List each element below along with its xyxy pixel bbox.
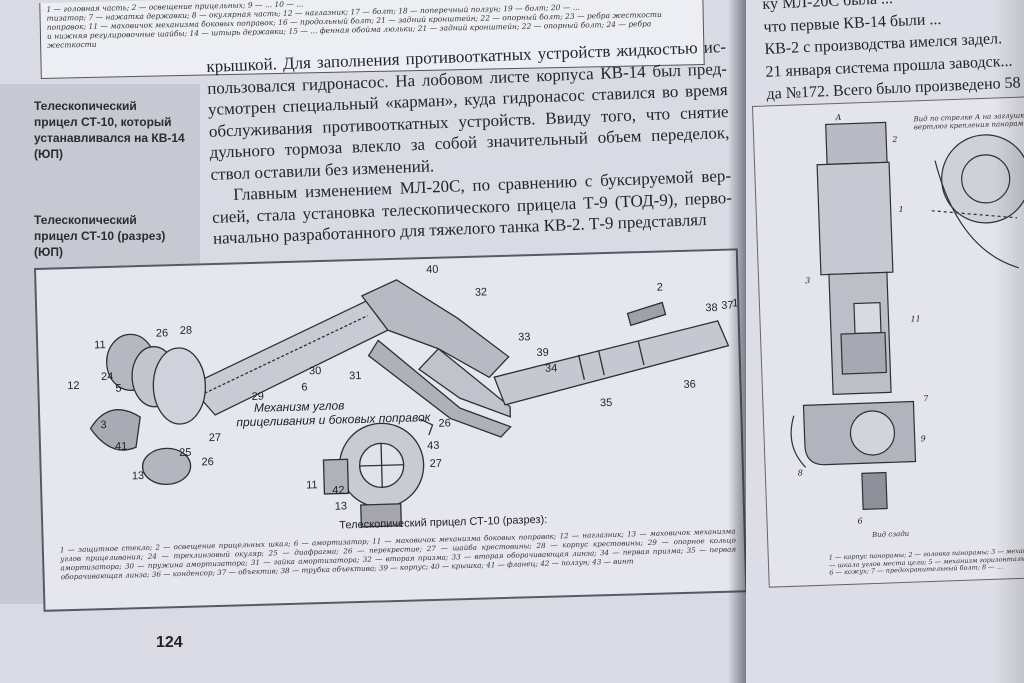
drawing-label: 2 bbox=[891, 135, 897, 144]
caption-line: (ЮП) bbox=[34, 245, 63, 259]
callout: 12 bbox=[67, 380, 80, 392]
drawing-label: 6 bbox=[857, 516, 862, 525]
callout: 36 bbox=[683, 379, 696, 391]
callout: 5 bbox=[115, 383, 121, 395]
callout: 11 bbox=[94, 339, 106, 351]
caption-line: прицел СТ-10 (разрез) bbox=[34, 229, 166, 243]
panorama-body bbox=[816, 161, 894, 276]
main-tube bbox=[188, 299, 389, 416]
callout: 41 bbox=[115, 440, 128, 452]
callout: 31 bbox=[349, 370, 362, 382]
drawing-label: А bbox=[834, 113, 841, 122]
caption-line: (ЮП) bbox=[34, 147, 63, 161]
panorama-knob bbox=[861, 471, 888, 510]
callout: 43 bbox=[427, 440, 440, 452]
sight-cutaway-figure: 40 32 33 39 34 2 38 37 1 11 26 28 12 24 … bbox=[34, 248, 748, 612]
callout: 3 bbox=[100, 419, 106, 431]
drawing-label: 9 bbox=[921, 434, 926, 443]
drawing-label: 3 bbox=[805, 276, 810, 285]
callout: 29 bbox=[252, 391, 265, 403]
drawing-label: 11 bbox=[910, 314, 920, 323]
mechanism-label: Механизм углов bbox=[254, 398, 345, 415]
callout: 2 bbox=[657, 281, 663, 293]
callout: 11 bbox=[306, 479, 318, 491]
callout: 28 bbox=[180, 325, 193, 337]
callout: 27 bbox=[209, 432, 222, 444]
page-shadow bbox=[994, 0, 1024, 683]
prism-housing bbox=[360, 279, 510, 379]
callout: 40 bbox=[426, 264, 439, 276]
panorama-figure: А 2 1 3 6 7 8 9 11 Вид по стрелке А на з… bbox=[752, 95, 1024, 588]
right-page: ку МЛ-20С была ... что первые КВ-14 были… bbox=[746, 0, 1024, 683]
callout: 13 bbox=[132, 470, 145, 482]
callout: 34 bbox=[545, 362, 558, 374]
callout: 39 bbox=[536, 347, 549, 359]
callout: 30 bbox=[309, 365, 322, 377]
callout: 6 bbox=[301, 381, 307, 393]
callout: 26 bbox=[201, 456, 214, 468]
lower-arm bbox=[367, 339, 512, 438]
caption-line: устанавливался на КВ-14 bbox=[34, 131, 185, 145]
callout: 38 bbox=[705, 302, 718, 314]
section-knob bbox=[360, 503, 403, 528]
caption-line: прицел СТ-10, который bbox=[34, 115, 172, 129]
caption-line: Телескопический bbox=[34, 99, 137, 113]
body-paragraph: крышкой. Для заполнения противооткатных … bbox=[206, 37, 730, 184]
sight-drawing: 40 32 33 39 34 2 38 37 1 11 26 28 12 24 … bbox=[67, 264, 739, 528]
callout: 32 bbox=[475, 286, 488, 298]
callout: 33 bbox=[518, 331, 531, 343]
callout: 27 bbox=[429, 458, 442, 470]
eyeguard bbox=[89, 409, 141, 451]
left-page: 1 — головная часть; 2 — освещение прицел… bbox=[0, 0, 748, 683]
drawing-label: 8 bbox=[798, 468, 803, 477]
callout: 25 bbox=[179, 447, 192, 459]
sidebar-caption-section: Телескопический прицел СТ-10 (разрез) (Ю… bbox=[34, 212, 165, 260]
view-back-label: Вид сзади bbox=[871, 529, 910, 540]
lower-handwheel bbox=[141, 447, 192, 486]
caption-line: Телескопический bbox=[34, 213, 137, 227]
callout: 42 bbox=[332, 484, 345, 496]
illumination-lamp bbox=[626, 301, 667, 327]
callout: 13 bbox=[335, 500, 348, 512]
callout: 35 bbox=[600, 397, 613, 409]
drawing-label: 1 bbox=[899, 205, 904, 214]
callout: 26 bbox=[438, 417, 451, 429]
page-number: 124 bbox=[156, 634, 183, 651]
eyepiece-housing bbox=[152, 347, 207, 425]
sidebar-caption-st10: Телескопический прицел СТ-10, который ус… bbox=[34, 98, 185, 162]
body-text: крышкой. Для заполнения противооткатных … bbox=[206, 36, 733, 249]
drawing-label: 7 bbox=[923, 394, 929, 403]
callout: 24 bbox=[101, 371, 114, 383]
panorama-drawing: А 2 1 3 6 7 8 9 11 bbox=[790, 113, 1024, 526]
mechanism-label: прицеливания и боковых поправок bbox=[236, 410, 432, 429]
callout: 26 bbox=[156, 327, 169, 339]
